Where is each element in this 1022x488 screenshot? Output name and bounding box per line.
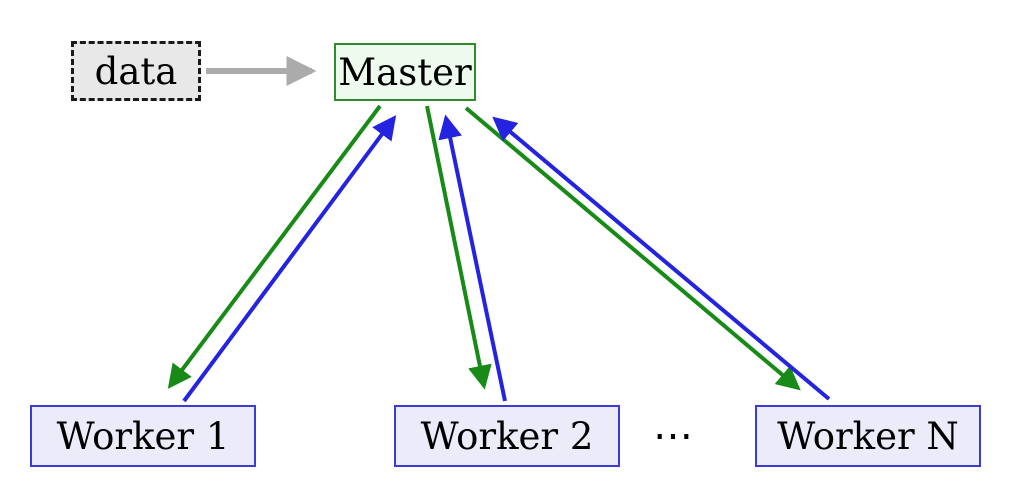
node-master-label: Master xyxy=(338,50,472,94)
node-worker-2: Worker 2 xyxy=(394,405,620,467)
node-worker-2-label: Worker 2 xyxy=(420,414,594,458)
node-data-label: data xyxy=(94,49,178,93)
edge-workerN-to-master xyxy=(492,116,831,401)
node-worker-1: Worker 1 xyxy=(30,405,256,467)
edge-master-to-workerN xyxy=(464,106,801,391)
node-master: Master xyxy=(334,43,476,101)
node-worker-n: Worker N xyxy=(755,405,981,467)
node-worker-1-label: Worker 1 xyxy=(56,414,230,458)
node-data: data xyxy=(71,41,201,101)
edge-master-to-worker2 xyxy=(425,105,492,390)
edge-master-to-worker1 xyxy=(167,104,382,389)
edge-worker1-to-master xyxy=(182,115,397,403)
node-worker-n-label: Worker N xyxy=(777,414,959,458)
edge-worker2-to-master xyxy=(438,114,507,402)
workers-ellipsis: ⋯ xyxy=(653,413,693,459)
